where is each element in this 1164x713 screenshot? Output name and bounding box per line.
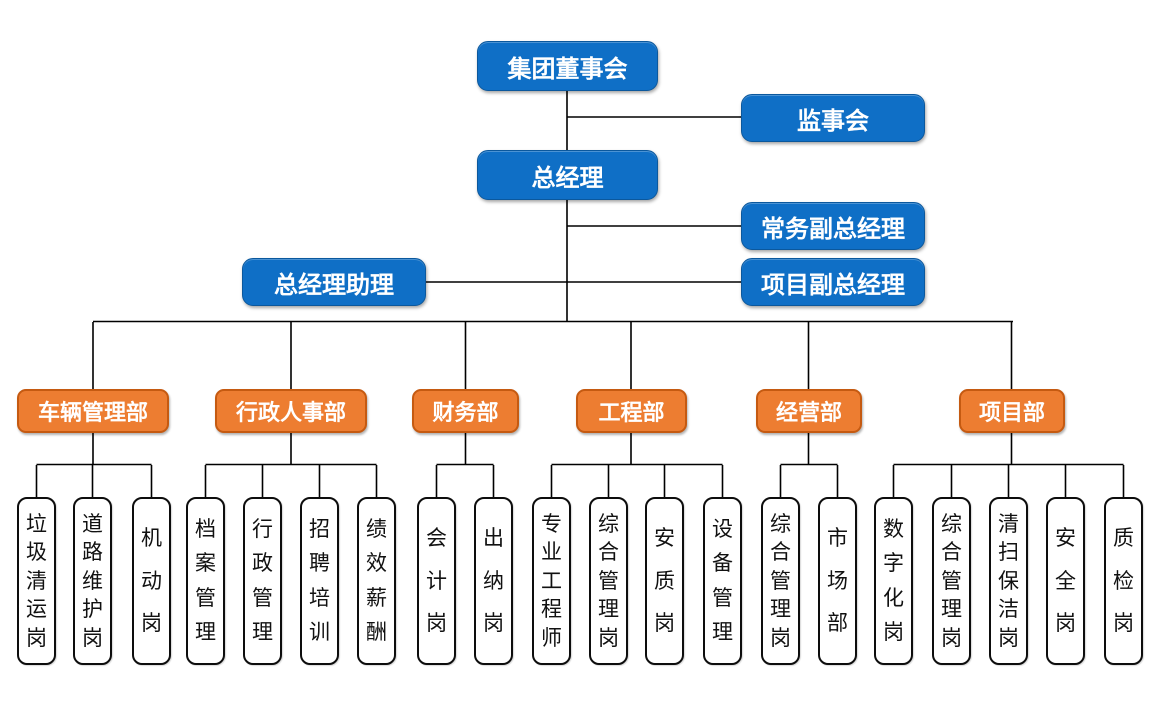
position-label: 专业工程师	[541, 511, 562, 650]
position-label: 数字化岗	[883, 517, 904, 644]
position-garbage-collection: 垃圾清运岗	[17, 497, 56, 665]
dept-admin-hr: 行政人事部	[215, 389, 367, 433]
position-safety-quality: 安质岗	[645, 497, 684, 665]
position-label: 清扫保洁岗	[998, 511, 1019, 650]
position-label: 行政管理	[252, 517, 273, 644]
position-label: 市场部	[827, 525, 848, 636]
position-professional-engineer: 专业工程师	[532, 497, 571, 665]
dept-engineering: 工程部	[576, 389, 687, 433]
position-market: 市场部	[818, 497, 857, 665]
position-label: 综合管理岗	[598, 511, 619, 650]
position-general-management-proj: 综合管理岗	[932, 497, 971, 665]
dept-project: 项目部	[959, 389, 1065, 433]
position-performance-compensation: 绩效薪酬	[357, 497, 396, 665]
position-label: 垃圾清运岗	[26, 511, 47, 650]
position-label: 会计岗	[426, 525, 447, 636]
dept-business: 经营部	[756, 389, 862, 433]
position-label: 质检岗	[1113, 525, 1134, 636]
position-label: 综合管理岗	[941, 511, 962, 650]
position-label: 设备管理	[712, 517, 733, 644]
position-mobile: 机动岗	[132, 497, 171, 665]
node-executive-deputy-gm: 常务副总经理	[741, 202, 925, 250]
position-archives-management: 档案管理	[186, 497, 225, 665]
position-label: 招聘培训	[309, 517, 330, 644]
position-cashier: 出纳岗	[474, 497, 513, 665]
dept-finance: 财务部	[412, 389, 519, 433]
position-administration-management: 行政管理	[243, 497, 282, 665]
node-gm-assistant: 总经理助理	[242, 258, 426, 306]
position-label: 安全岗	[1055, 525, 1076, 636]
position-label: 安质岗	[654, 525, 675, 636]
position-equipment-management: 设备管理	[703, 497, 742, 665]
position-safety: 安全岗	[1046, 497, 1085, 665]
node-supervisory-board: 监事会	[741, 94, 925, 142]
position-road-maintenance: 道路维护岗	[73, 497, 112, 665]
position-general-management-biz: 综合管理岗	[761, 497, 800, 665]
position-accounting: 会计岗	[417, 497, 456, 665]
position-recruitment-training: 招聘培训	[300, 497, 339, 665]
position-label: 机动岗	[141, 525, 162, 636]
position-label: 道路维护岗	[82, 511, 103, 650]
position-cleaning: 清扫保洁岗	[989, 497, 1028, 665]
node-project-deputy-gm: 项目副总经理	[741, 258, 925, 306]
position-digitalization: 数字化岗	[874, 497, 913, 665]
node-group-board: 集团董事会	[477, 41, 658, 91]
dept-vehicle-management: 车辆管理部	[17, 389, 169, 433]
position-label: 绩效薪酬	[366, 517, 387, 644]
position-label: 档案管理	[195, 517, 216, 644]
position-quality-inspection: 质检岗	[1104, 497, 1143, 665]
position-general-management-eng: 综合管理岗	[589, 497, 628, 665]
position-label: 出纳岗	[483, 525, 504, 636]
node-general-manager: 总经理	[477, 150, 658, 200]
position-label: 综合管理岗	[770, 511, 791, 650]
